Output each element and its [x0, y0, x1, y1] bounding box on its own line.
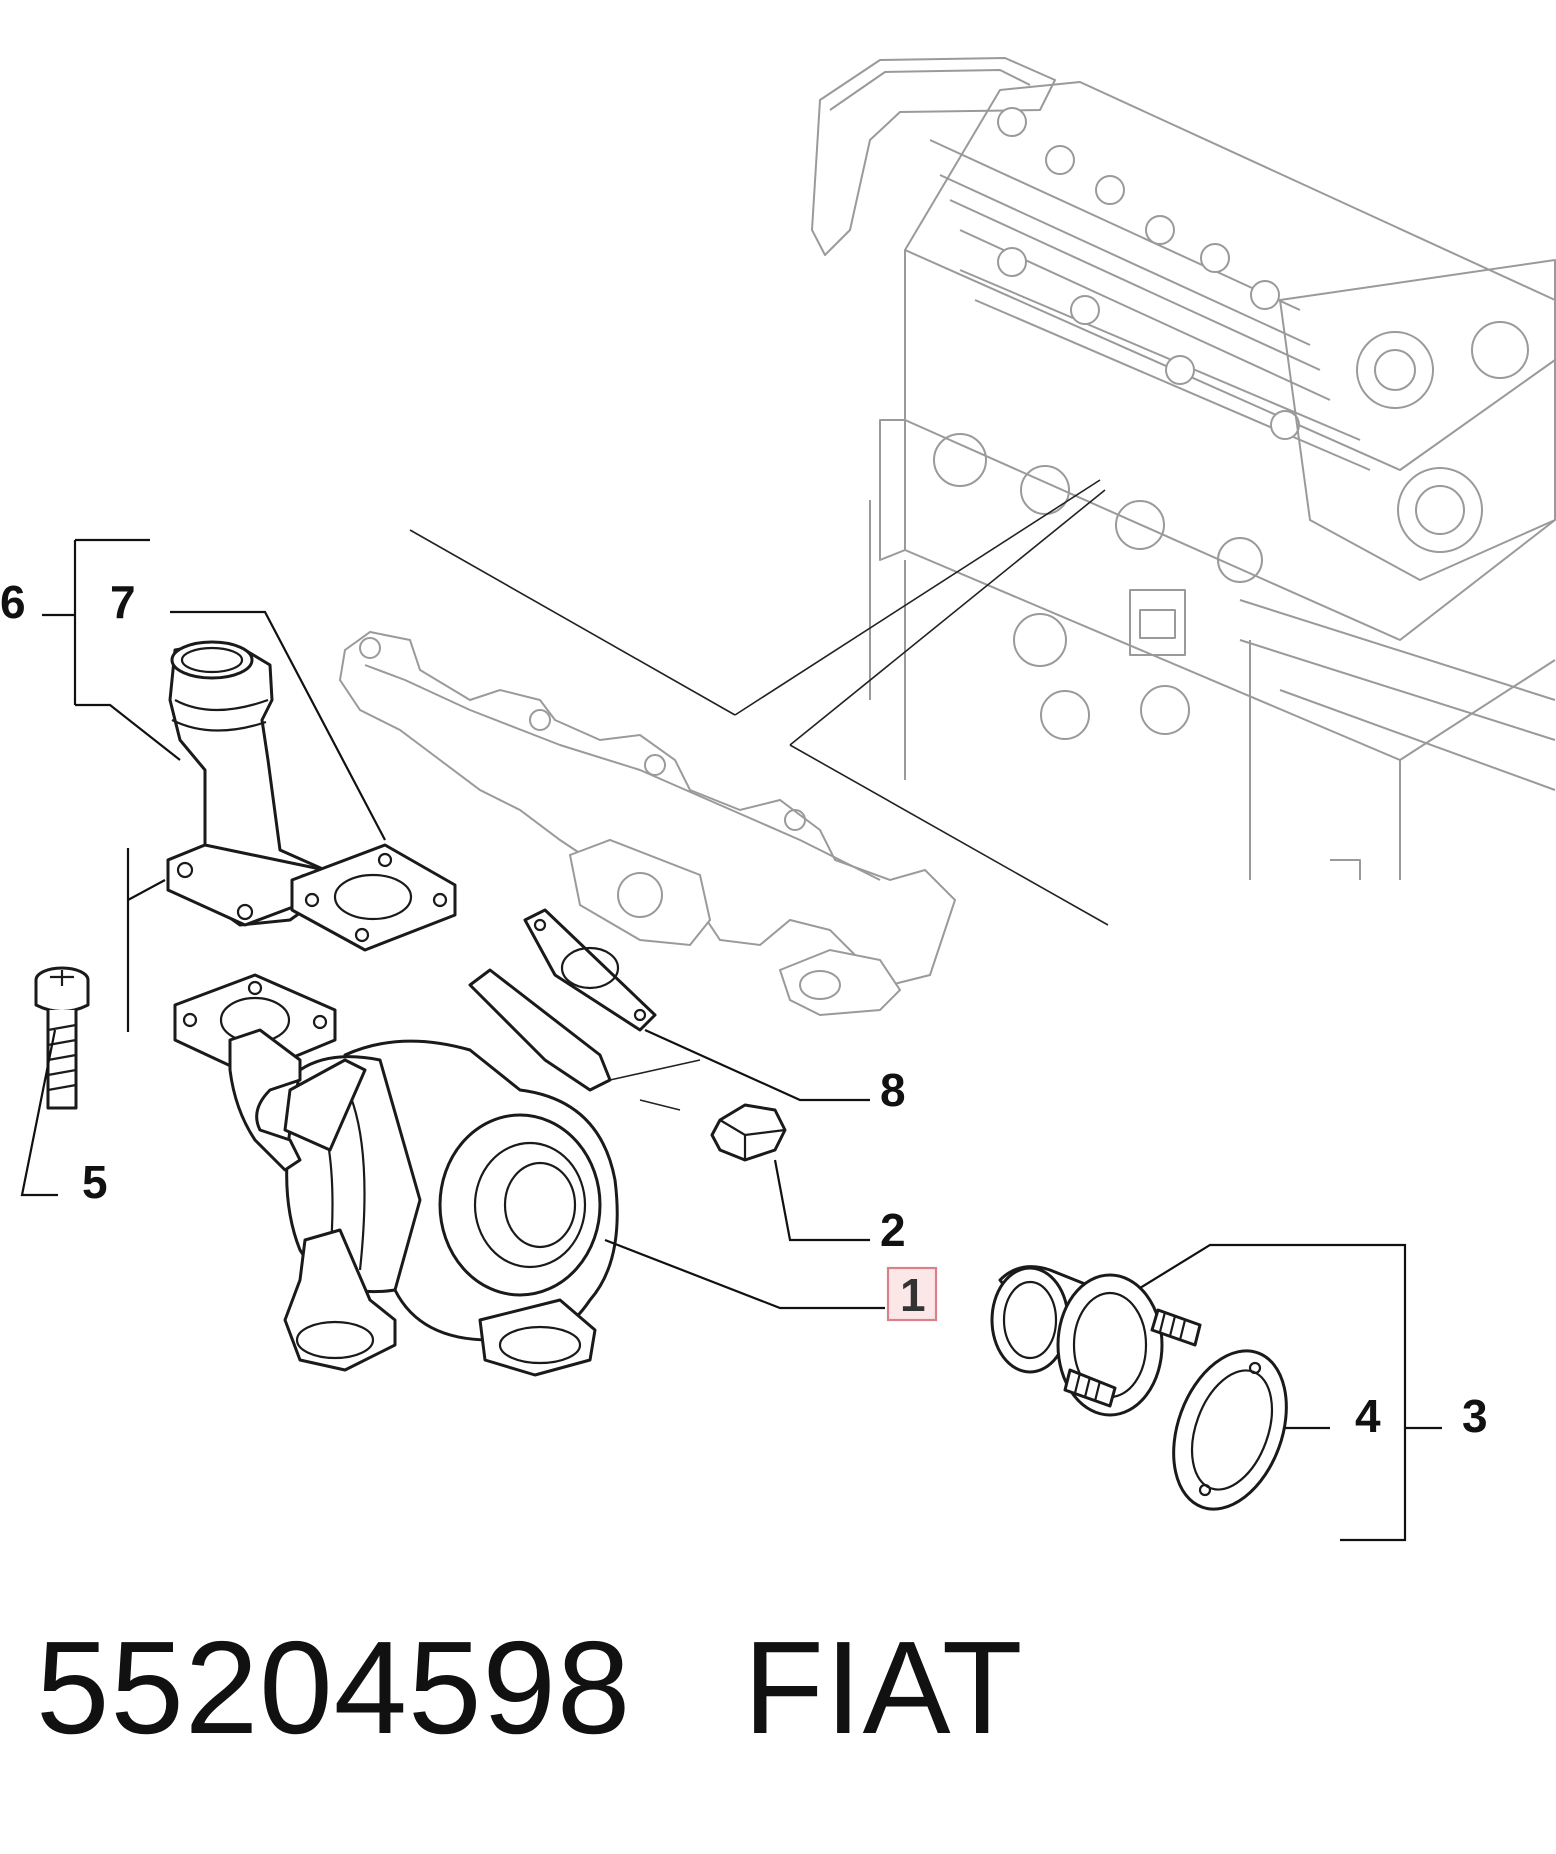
callout-1-highlight-box [886, 1266, 938, 1322]
brand-name: FIAT [743, 1614, 1024, 1761]
part-number-footer: 55204598 FIAT [36, 1612, 1023, 1763]
gasket-square-part [290, 843, 457, 952]
gasket-turbo-outlet-part [523, 908, 657, 1032]
exhaust-manifold-illustration [338, 630, 957, 1017]
callout-leaders [20, 538, 1442, 1542]
intake-pipe-part [166, 640, 327, 927]
callout-8: 8 [880, 1064, 906, 1116]
callout-7: 7 [110, 576, 136, 628]
assembly-reference-lines [409, 479, 1109, 926]
outlet-flange-part [990, 1265, 1202, 1417]
callout-labels: 6 7 5 8 2 1 4 3 [0, 576, 1488, 1442]
callout-4: 4 [1355, 1390, 1381, 1442]
gasket-turbo-inlet-part [173, 973, 337, 1077]
callout-5: 5 [82, 1156, 108, 1208]
callout-2: 2 [880, 1204, 906, 1256]
callout-6: 6 [0, 576, 26, 628]
outlet-gasket-part [1172, 1349, 1288, 1511]
nut-part [710, 1103, 787, 1162]
callout-3: 3 [1462, 1390, 1488, 1442]
turbocharger-part [228, 968, 619, 1377]
callout-1: 1 [900, 1269, 926, 1321]
engine-block-illustration [811, 57, 1556, 880]
part-number: 55204598 [36, 1614, 632, 1761]
